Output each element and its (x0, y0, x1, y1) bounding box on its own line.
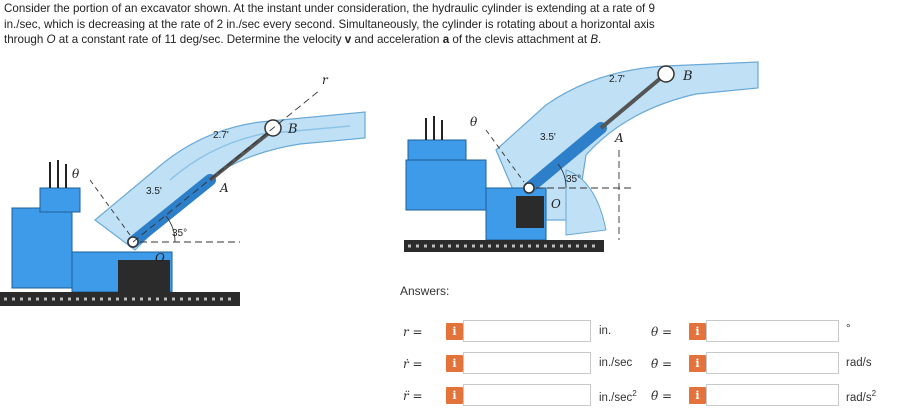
cab-body (11, 207, 73, 289)
problem-line-3a: through (4, 33, 47, 46)
problem-velocity-symbol: v (344, 33, 352, 46)
r-dot-input[interactable] (463, 352, 591, 374)
boom-detail (169, 125, 351, 181)
label-a: A (614, 131, 624, 145)
r-unit: in. (599, 325, 612, 337)
problem-line-3b: at a constant rate of 11 deg/sec. Determ… (55, 33, 345, 46)
theta-dot-unit: rad/s (846, 357, 872, 369)
label-b: B (682, 69, 693, 84)
r-dot-symbol: ṙ = (403, 357, 423, 371)
info-icon[interactable]: i (689, 323, 706, 340)
info-icon[interactable]: i (689, 355, 706, 372)
dim-3-5: 3.5' (540, 132, 556, 143)
r-input[interactable] (463, 320, 591, 342)
clevis-b (657, 65, 675, 83)
problem-line-3e: . (598, 33, 602, 46)
r-axis-line (132, 89, 321, 243)
theta-ddot-unit: rad/s2 (846, 389, 876, 404)
label-r: r (322, 73, 329, 87)
cab-roof (407, 139, 467, 161)
theta-ddot-input[interactable] (706, 384, 839, 406)
problem-point-b: B (590, 33, 599, 46)
theta-ddot-symbol: θ̈ = (651, 389, 673, 403)
info-icon[interactable]: i (446, 387, 463, 404)
problem-point-o: O (46, 33, 56, 46)
problem-line-3d: of the clevis attachment at (449, 33, 591, 46)
answer-row-r-ddot: r̈ = i in./sec2 θ̈ = i rad/s2 (0, 384, 918, 410)
r-ddot-symbol: r̈ = (403, 389, 423, 403)
pivot-o (523, 182, 535, 194)
boom-arm (94, 111, 366, 251)
cab-handle (49, 160, 67, 188)
excavator-figure-left: r B A O θ 2.7' 3.5' 35° (0, 73, 366, 306)
body-dark-panel (516, 196, 544, 228)
angle-35: 35° (566, 174, 581, 185)
r-ddot-unit-exp: 2 (632, 389, 637, 398)
cylinder-rod (599, 75, 664, 130)
problem-line-3c: and acceleration (351, 33, 443, 46)
problem-statement: Consider the portion of an excavator sho… (4, 1, 704, 48)
theta-symbol: θ = (651, 325, 673, 339)
answers-title: Answers: (400, 284, 450, 298)
track (0, 292, 240, 306)
dim-3-5: 3.5' (146, 186, 162, 197)
hydraulic-cylinder (523, 122, 607, 194)
info-icon[interactable]: i (689, 387, 706, 404)
problem-line-2: in./sec, which is decreasing at the rate… (4, 17, 655, 31)
r-dot-unit: in./sec (599, 357, 633, 369)
excavator-figure-right: B A O θ 2.7' 3.5' 35° (404, 61, 759, 252)
theta-dot-symbol: θ̇ = (651, 357, 673, 371)
label-a: A (219, 181, 229, 195)
problem-line-1: Consider the portion of an excavator sho… (4, 2, 655, 15)
boom-lower (565, 169, 607, 236)
angle-arc (557, 163, 567, 189)
cylinder-rod (208, 130, 272, 182)
theta-ddot-unit-exp: 2 (871, 389, 877, 398)
angle-35: 35° (172, 228, 187, 239)
r-ddot-input[interactable] (463, 384, 591, 406)
r-ddot-unit: in./sec2 (599, 389, 637, 404)
body-dark-panel (118, 260, 170, 292)
theta-ref-line (485, 129, 525, 183)
label-o: O (155, 251, 165, 265)
info-icon[interactable]: i (446, 355, 463, 372)
label-theta: θ (470, 115, 478, 129)
cab-handle (425, 116, 443, 140)
problem-acceleration-symbol: a (442, 33, 450, 46)
cab-body (405, 159, 487, 211)
theta-unit: ° (846, 323, 851, 335)
info-icon[interactable]: i (446, 323, 463, 340)
r-ddot-unit-base: in./sec (599, 391, 633, 404)
dim-2-7: 2.7' (609, 74, 625, 85)
theta-dot-input[interactable] (706, 352, 839, 374)
theta-input[interactable] (706, 320, 839, 342)
boom-arm (495, 61, 759, 221)
label-o: O (551, 197, 561, 211)
r-symbol: r = (403, 325, 423, 339)
label-b: B (287, 122, 298, 137)
theta-ref-line (89, 179, 131, 236)
theta-ddot-unit-base: rad/s (846, 391, 872, 404)
label-theta: θ (72, 167, 80, 181)
dim-2-7: 2.7' (213, 130, 229, 141)
answer-row-r: r = i in. θ = i ° (0, 320, 918, 346)
answer-row-r-dot: ṙ = i in./sec θ̇ = i rad/s (0, 352, 918, 378)
angle-arc (165, 215, 176, 243)
cab-roof (39, 187, 81, 213)
